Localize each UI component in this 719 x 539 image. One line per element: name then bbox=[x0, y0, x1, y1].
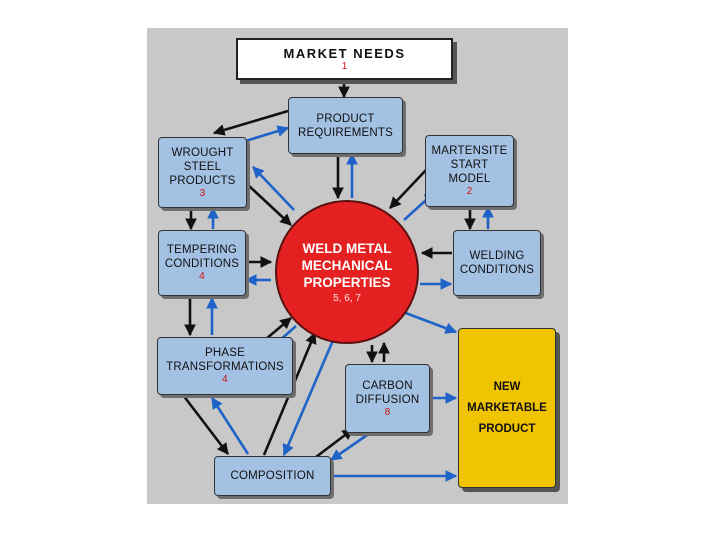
arrow-phase-to-weld bbox=[265, 317, 292, 340]
product-requirements-label: PRODUCT REQUIREMENTS bbox=[297, 112, 394, 139]
tempering-conditions-box: TEMPERING CONDITIONS 4 bbox=[158, 230, 246, 296]
market-needs-box: MARKET NEEDS 1 bbox=[236, 38, 453, 80]
tempering-label: TEMPERING CONDITIONS bbox=[164, 244, 240, 270]
martensite-ref: 2 bbox=[466, 186, 473, 197]
arrow-martensite-to-weld bbox=[389, 169, 427, 209]
weld-metal-ref: 5, 6, 7 bbox=[333, 292, 361, 304]
arrow-wrought-to-weld bbox=[247, 184, 292, 226]
arrow-composition-to-phase bbox=[210, 397, 250, 455]
composition-label: COMPOSITION bbox=[230, 470, 315, 482]
composition-box: COMPOSITION bbox=[214, 456, 331, 496]
market-needs-label: MARKET NEEDS bbox=[283, 45, 406, 61]
martensite-label: MARTENSITE START MODEL bbox=[431, 145, 508, 185]
carbon-diffusion-box: CARBON DIFFUSION 8 bbox=[345, 364, 430, 433]
phase-label: PHASE TRANSFORMATIONS bbox=[166, 347, 284, 373]
arrow-composition-to-carbon bbox=[315, 427, 354, 459]
new-marketable-product-box: NEW MARKETABLE PRODUCT bbox=[458, 328, 556, 488]
welding-conditions-box: WELDING CONDITIONS bbox=[453, 230, 541, 296]
wrought-steel-label: WROUGHT STEEL PRODUCTS bbox=[169, 146, 236, 187]
carbon-ref: 8 bbox=[384, 406, 391, 418]
arrow-phase-to-composition bbox=[181, 394, 230, 455]
product-requirements-box: PRODUCT REQUIREMENTS bbox=[288, 97, 403, 154]
tempering-ref: 4 bbox=[199, 271, 205, 282]
weld-metal-label: WELD METAL MECHANICAL PROPERTIES bbox=[301, 240, 393, 290]
arrow-weld-to-new-product bbox=[402, 310, 458, 334]
arrow-weld-to-composition bbox=[282, 337, 336, 457]
arrow-carbon-to-composition bbox=[330, 431, 371, 462]
wrought-steel-products-box: WROUGHT STEEL PRODUCTS 3 bbox=[158, 137, 247, 208]
wrought-steel-ref: 3 bbox=[199, 187, 206, 199]
phase-transformations-box: PHASE TRANSFORMATIONS 4 bbox=[157, 337, 293, 395]
new-product-label: NEW MARKETABLE PRODUCT bbox=[467, 380, 547, 435]
market-needs-ref: 1 bbox=[341, 60, 348, 72]
martensite-start-model-box: MARTENSITE START MODEL 2 bbox=[425, 135, 514, 207]
carbon-label: CARBON DIFFUSION bbox=[355, 379, 420, 406]
welding-label: WELDING CONDITIONS bbox=[459, 250, 535, 276]
arrow-requirements-to-wrought bbox=[212, 109, 289, 136]
arrow-weld-to-wrought bbox=[252, 166, 295, 211]
arrow-wrought-to-requirements bbox=[238, 125, 290, 145]
weld-metal-properties-circle: WELD METAL MECHANICAL PROPERTIES 5, 6, 7 bbox=[275, 200, 419, 344]
phase-ref: 4 bbox=[222, 374, 228, 385]
